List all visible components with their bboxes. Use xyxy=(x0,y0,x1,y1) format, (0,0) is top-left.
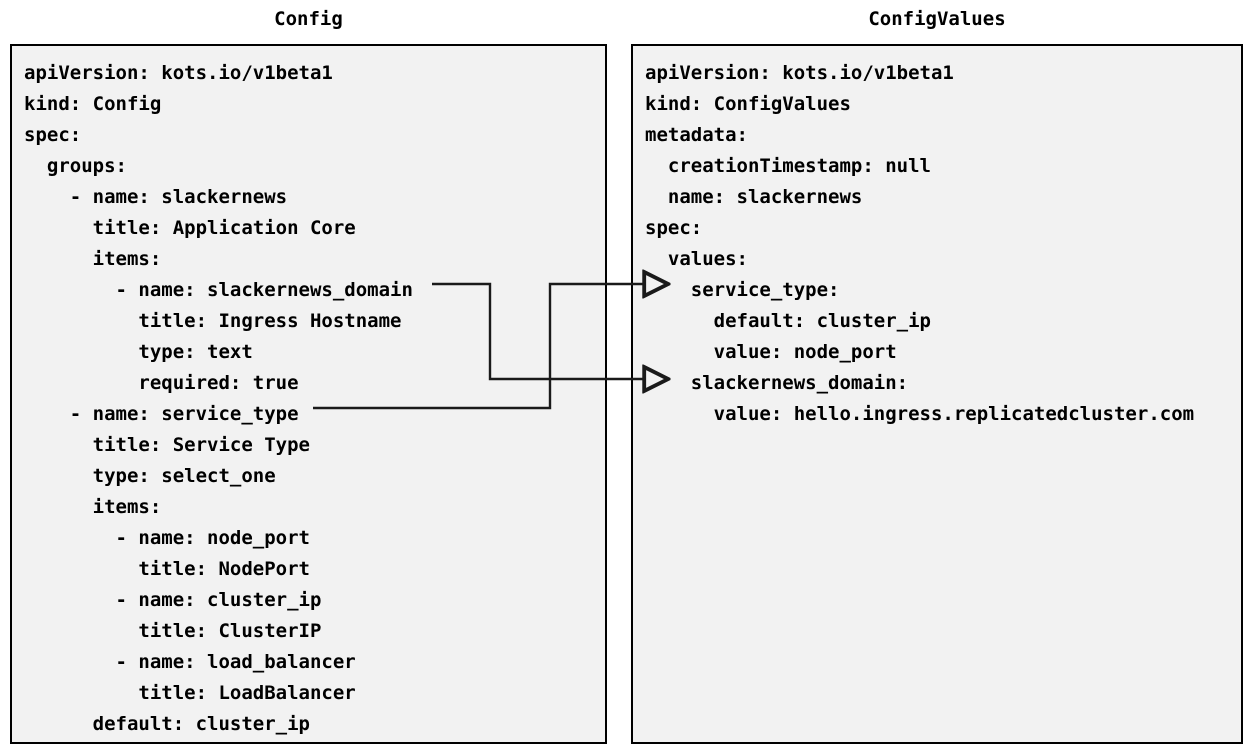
code-line: required: true xyxy=(24,372,299,394)
config-panel-title: Config xyxy=(274,8,343,30)
code-line: apiVersion: kots.io/v1beta1 xyxy=(24,62,333,84)
code-line: kind: Config xyxy=(24,93,162,115)
code-line: - name: cluster_ip xyxy=(24,589,322,611)
code-line: - name: slackernews xyxy=(24,186,288,208)
code-line: - name: slackernews_domain xyxy=(24,279,413,301)
code-line: values: xyxy=(645,248,748,270)
code-line: spec: xyxy=(24,124,82,146)
code-line: name: slackernews xyxy=(645,186,863,208)
code-line: type: select_one xyxy=(24,465,276,487)
code-line: spec: xyxy=(645,217,703,239)
config-yaml-code: apiVersion: kots.io/v1beta1 kind: Config s… xyxy=(24,58,599,740)
code-line: slackernews_domain: xyxy=(645,372,909,394)
code-line: title: ClusterIP xyxy=(24,620,322,642)
code-line: kind: ConfigValues xyxy=(645,93,851,115)
code-line: title: NodePort xyxy=(24,558,310,580)
configvalues-panel: apiVersion: kots.io/v1beta1 kind: ConfigV… xyxy=(631,44,1243,744)
code-line: type: text xyxy=(24,341,253,363)
code-line: title: LoadBalancer xyxy=(24,682,356,704)
code-line: items: xyxy=(24,248,162,270)
code-line: default: cluster_ip xyxy=(645,310,931,332)
code-line: title: Ingress Hostname xyxy=(24,310,402,332)
code-line: service_type: xyxy=(645,279,840,301)
code-line: - name: service_type xyxy=(24,403,299,425)
code-line: - name: load_balancer xyxy=(24,651,356,673)
code-line: title: Application Core xyxy=(24,217,356,239)
code-line: metadata: xyxy=(645,124,748,146)
config-panel: apiVersion: kots.io/v1beta1 kind: Config s… xyxy=(10,44,607,744)
code-line: value: hello.ingress.replicatedcluster.c… xyxy=(645,403,1195,425)
code-line: value: node_port xyxy=(645,341,897,363)
code-line: default: cluster_ip xyxy=(24,713,310,735)
code-line: creationTimestamp: null xyxy=(645,155,931,177)
code-line: title: Service Type xyxy=(24,434,310,456)
code-line: apiVersion: kots.io/v1beta1 xyxy=(645,62,954,84)
code-line: items: xyxy=(24,496,162,518)
configvalues-yaml-code: apiVersion: kots.io/v1beta1 kind: ConfigV… xyxy=(645,58,1235,430)
code-line: - name: node_port xyxy=(24,527,310,549)
configvalues-panel-title: ConfigValues xyxy=(868,8,1006,30)
code-line: groups: xyxy=(24,155,127,177)
